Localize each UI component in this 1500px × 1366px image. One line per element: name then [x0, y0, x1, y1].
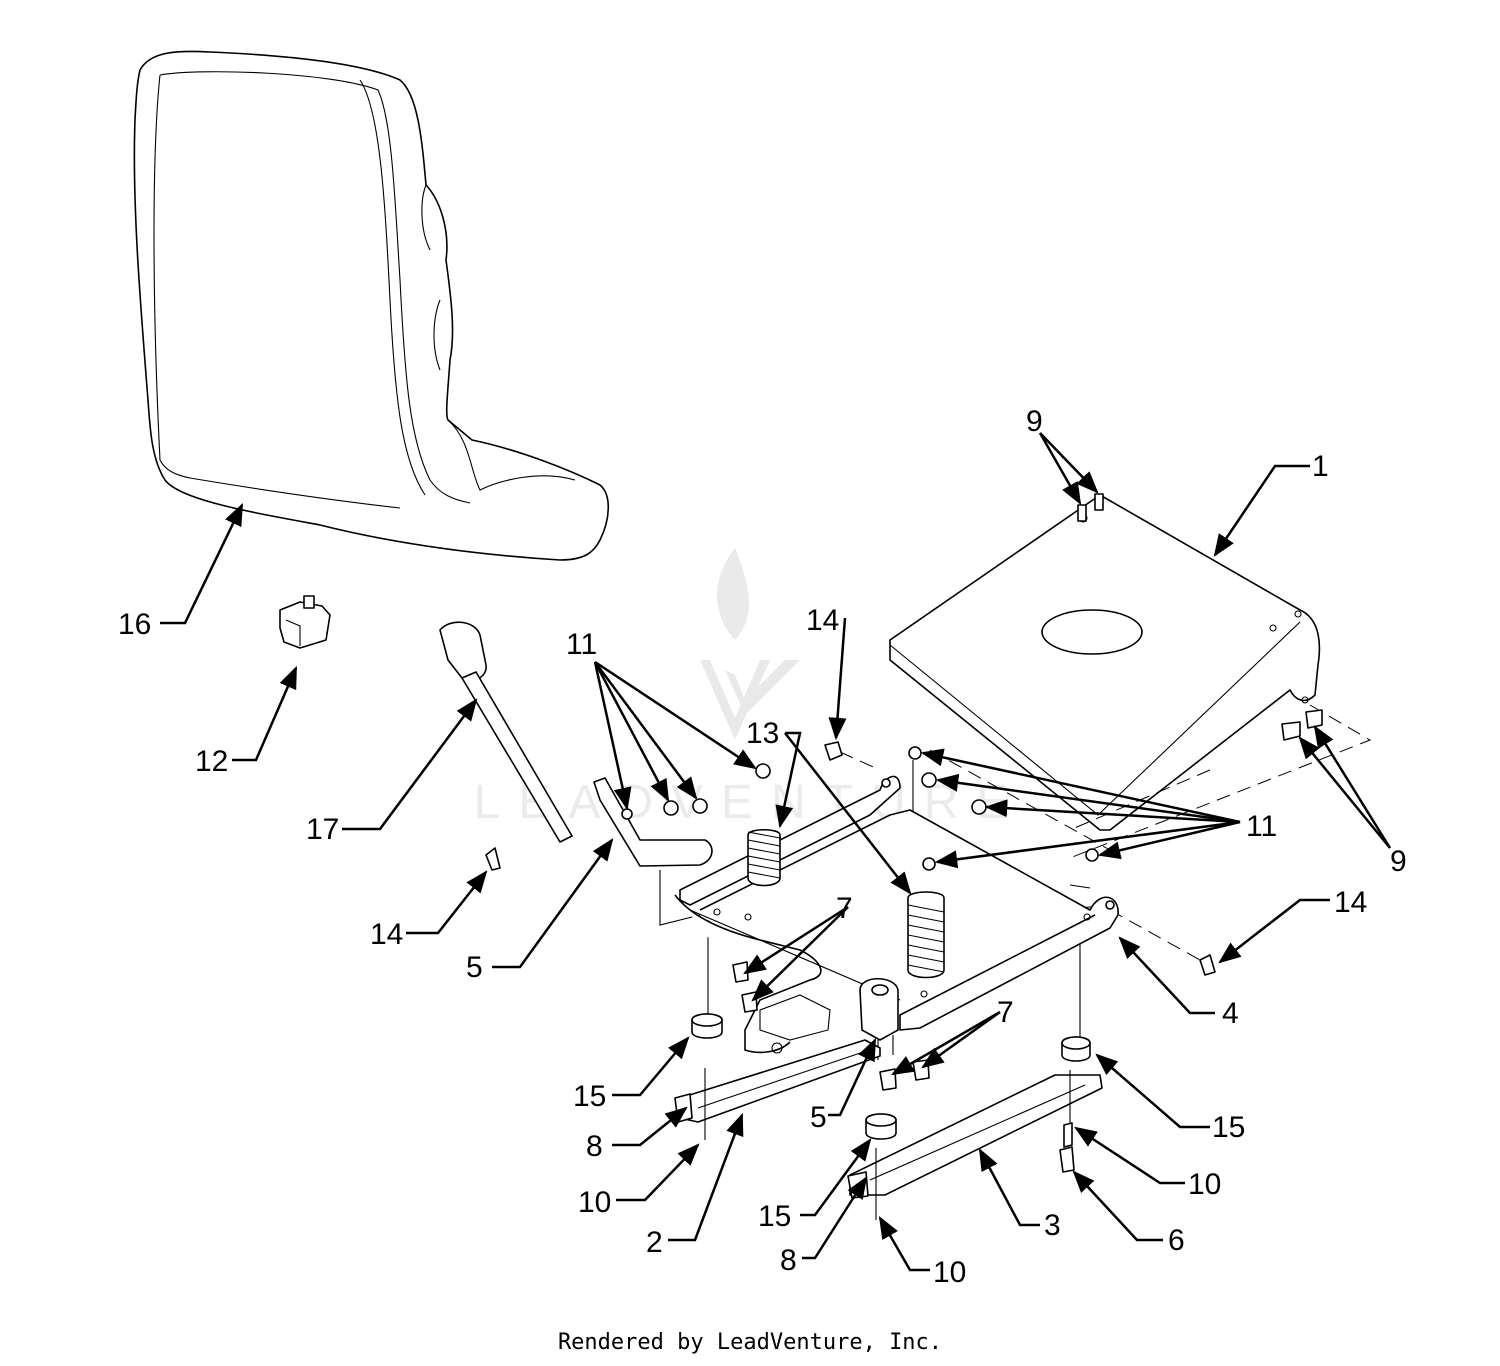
callout-8-bottom: 8: [780, 1244, 797, 1277]
callout-7-right: 7: [997, 996, 1014, 1029]
callout-14-top: 14: [806, 604, 839, 637]
pin-parts-10: [1063, 1122, 1073, 1148]
bracket-part-5-left: [593, 777, 713, 867]
callout-15-bottom: 15: [758, 1200, 791, 1233]
seat-switch-part-12: [279, 595, 331, 649]
seat-part-16: [133, 50, 610, 561]
slide-rail-part-2: [674, 1039, 881, 1140]
callout-5-left: 5: [466, 951, 483, 984]
callout-9-top: 9: [1026, 405, 1043, 438]
callout-10-left: 10: [578, 1186, 611, 1219]
callout-11-right: 11: [1246, 810, 1277, 843]
callout-7-left: 7: [836, 892, 853, 925]
bolt-parts-14: [485, 741, 1216, 976]
callout-labels: 1 16 12 17 14 5 11 13 14 9 11 9 14 4 7 7…: [118, 405, 1407, 1289]
spring-part-13-left: [747, 828, 781, 887]
callout-10-right: 10: [1188, 1168, 1221, 1201]
leader-lines: [160, 432, 1392, 1272]
bolt-parts-9: [1281, 709, 1323, 741]
handle-part-17: [439, 621, 573, 843]
callout-15-right: 15: [1212, 1111, 1245, 1144]
callout-5-right: 5: [810, 1101, 827, 1134]
callout-15-left: 15: [573, 1080, 606, 1113]
bracket-part-5-right: [859, 978, 899, 1060]
callout-8-left: 8: [586, 1130, 603, 1163]
seat-pan-part-1: [889, 493, 1321, 831]
callout-13: 13: [746, 717, 779, 750]
callout-10-bottom: 10: [933, 1256, 966, 1289]
callout-6: 6: [1168, 1224, 1185, 1257]
callout-4: 4: [1222, 997, 1239, 1030]
bolt-part-6: [1059, 1146, 1075, 1173]
callout-16: 16: [118, 608, 151, 641]
callout-2: 2: [646, 1226, 663, 1259]
callout-1: 1: [1312, 450, 1329, 483]
callout-14-left: 14: [370, 918, 403, 951]
callout-11-left: 11: [566, 628, 597, 661]
callout-3: 3: [1044, 1209, 1061, 1242]
callout-17: 17: [306, 813, 339, 846]
callout-14-right: 14: [1334, 886, 1367, 919]
bushing-parts-15: [691, 1013, 1091, 1140]
spring-part-13-right: [907, 891, 945, 979]
callout-9-right: 9: [1390, 845, 1407, 878]
callout-12: 12: [195, 745, 228, 778]
footer-credit: Rendered by LeadVenture, Inc.: [557, 1330, 943, 1355]
